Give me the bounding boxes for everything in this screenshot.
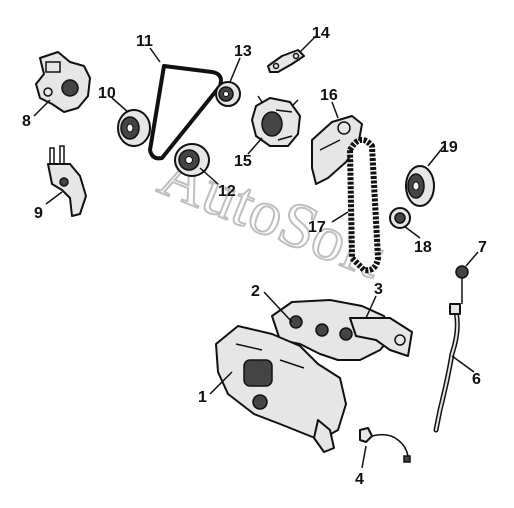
part-13-idler-pulley — [215, 81, 241, 107]
callout-9: 9 — [34, 205, 43, 222]
part-1-exhaust-manifold — [215, 325, 347, 453]
leader-lines — [33, 35, 479, 469]
part-16-timing-cover — [311, 115, 363, 185]
part-6-dipstick-tube — [433, 303, 461, 433]
callout-1: 1 — [198, 389, 207, 406]
part-9-sensor-bracket — [47, 145, 87, 217]
part-19-cam-pulley — [405, 165, 435, 207]
callout-2: 2 — [251, 283, 260, 300]
callout-17: 17 — [308, 219, 326, 236]
part-10-pulley — [117, 109, 151, 147]
callout-14: 14 — [312, 25, 330, 42]
callout-19: 19 — [440, 139, 458, 156]
part-18-roller — [389, 207, 411, 229]
part-14-bracket — [267, 49, 305, 73]
callout-6: 6 — [472, 371, 481, 388]
part-4-oxygen-sensor — [359, 427, 411, 463]
part-17-timing-belt — [347, 137, 381, 274]
part-12-tensioner-pulley — [174, 143, 210, 177]
part-3-gasket — [349, 317, 413, 357]
callout-15: 15 — [234, 153, 252, 170]
part-7-dipstick — [455, 265, 469, 304]
callout-7: 7 — [478, 239, 487, 256]
callout-3: 3 — [374, 281, 383, 298]
callout-11: 11 — [136, 33, 153, 50]
callout-numbers: 1 2 3 4 6 7 8 9 10 11 12 13 14 15 16 17 … — [22, 25, 487, 488]
callout-4: 4 — [355, 471, 364, 488]
callout-8: 8 — [22, 113, 31, 130]
callout-12: 12 — [218, 183, 236, 200]
part-15-alternator — [251, 95, 301, 147]
callout-16: 16 — [320, 87, 338, 104]
callout-10: 10 — [98, 85, 116, 102]
callout-18: 18 — [414, 239, 432, 256]
part-11-belt — [148, 64, 223, 161]
part-8-housing — [35, 51, 91, 113]
callout-13: 13 — [234, 43, 252, 60]
